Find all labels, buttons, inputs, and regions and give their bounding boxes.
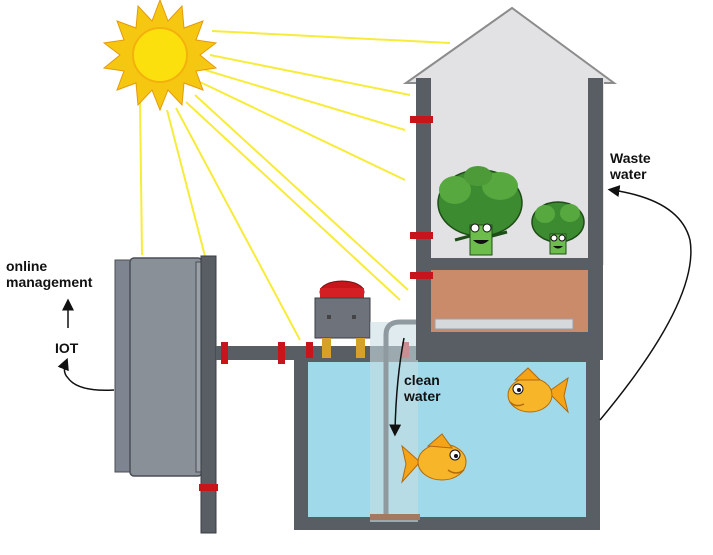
feed-pipe: [216, 346, 416, 360]
greenhouse-valve: [410, 272, 433, 279]
iot-server-cabinet: [114, 257, 205, 477]
plant-icon: [531, 201, 585, 255]
fish-icon: [507, 367, 569, 414]
pipe-valve: [306, 342, 313, 364]
server-to-iot-arrow: [57, 357, 115, 391]
waste-water-line1: Waste: [610, 150, 651, 166]
sun-rays: [139, 30, 451, 341]
pipe-valve: [221, 342, 228, 364]
clean-water-line2: water: [404, 388, 441, 404]
fish-icon: [401, 433, 467, 484]
support-pole: [200, 255, 217, 534]
online-management-label: online management: [6, 258, 92, 290]
grow-bed: [431, 270, 588, 360]
sun-icon: [102, 0, 218, 112]
plant-icon: [437, 166, 523, 256]
waste-water-label: Waste water: [610, 150, 651, 182]
pipe-valve: [278, 342, 285, 364]
iot-label: IOT: [55, 340, 79, 356]
waste-water-arrow: [599, 185, 692, 421]
online-management-line2: management: [6, 274, 93, 290]
greenhouse-valve: [410, 232, 433, 239]
pole-valve: [199, 484, 218, 491]
greenhouse-valve: [410, 116, 433, 123]
pump-icon: [314, 280, 371, 366]
fish-tank: [294, 358, 600, 530]
clean-water-label: clean water: [404, 372, 441, 404]
online-management-line1: online: [6, 258, 48, 274]
clean-water-line1: clean: [404, 372, 440, 388]
waste-water-line2: water: [610, 166, 647, 182]
inlet-pipe: [370, 319, 440, 522]
clean-water-arrow: [389, 337, 405, 437]
